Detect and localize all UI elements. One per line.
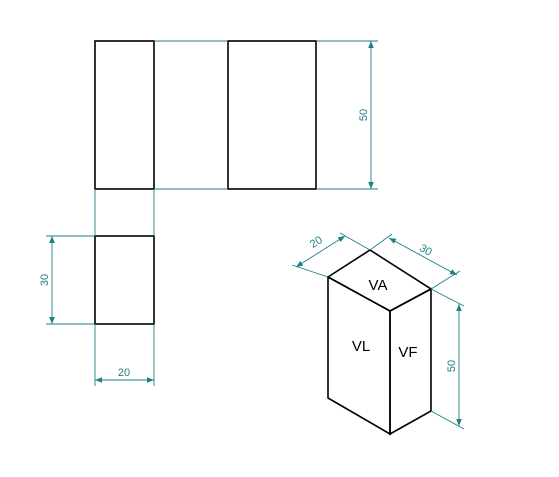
top-view-rect: [94, 235, 155, 325]
face-label-front: VF: [398, 344, 417, 361]
left-view-rect: [94, 40, 155, 190]
face-label-left: VL: [352, 338, 370, 355]
dimension-label-iso-depth: 20: [308, 234, 325, 251]
dimension-iso-height: 50: [430, 288, 465, 430]
projection-lines: [94, 40, 228, 236]
dimension-label-iso-width: 30: [417, 242, 434, 259]
dimension-label-front-height: 50: [358, 109, 370, 121]
iso-front-face: [389, 287, 432, 436]
dimension-label-side-width: 20: [118, 367, 130, 379]
iso-left-face: [327, 275, 391, 436]
dimension-label-iso-height: 50: [446, 360, 458, 372]
dimension-front-height: 50: [316, 40, 378, 190]
dimension-iso-depth: 20: [291, 232, 371, 278]
front-view-rect: [227, 40, 317, 190]
face-label-top: VA: [369, 277, 388, 294]
orthographic-views: [94, 40, 317, 325]
dimension-side-width: 20: [94, 324, 155, 386]
isometric-block: VA VL VF: [326, 249, 433, 436]
dimension-iso-width: 30: [369, 233, 461, 290]
dimension-side-height: 30: [39, 235, 95, 325]
dimension-label-side-height: 30: [39, 274, 51, 286]
